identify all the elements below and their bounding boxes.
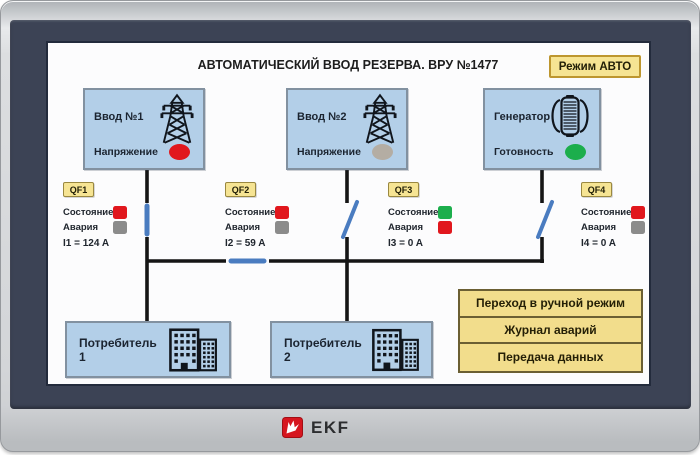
power-tower-icon bbox=[160, 93, 194, 144]
buildings-icon bbox=[371, 328, 419, 371]
source-param-label: Готовность bbox=[494, 146, 554, 158]
breaker-tag: QF3 bbox=[388, 182, 419, 197]
breaker-group-qf3: QF3 Состояние Авария I3 = 0 A bbox=[388, 182, 453, 249]
breaker-group-qf1: QF1 Состояние Авария I1 = 124 A bbox=[63, 182, 128, 249]
breaker-tag: QF2 bbox=[225, 182, 256, 197]
consumer-box-1: Потребитель 1 bbox=[65, 321, 231, 378]
power-tower-icon bbox=[363, 93, 397, 144]
brand-logo: EKF bbox=[282, 417, 350, 438]
alarm-indicator bbox=[631, 221, 645, 234]
qf3-breaker-open-symbol bbox=[341, 200, 359, 239]
source-name: Ввод №2 bbox=[297, 111, 347, 123]
source-param-label: Напряжение bbox=[94, 146, 158, 158]
source-box-input2: Ввод №2 Напряжение bbox=[286, 88, 408, 170]
source-box-input1: Ввод №1 Напряжение bbox=[83, 88, 205, 170]
qf4-breaker-open-symbol bbox=[536, 200, 554, 239]
breaker-tag: QF1 bbox=[63, 182, 94, 197]
alarm-label: Авария bbox=[581, 222, 617, 233]
source-name: Генератор bbox=[494, 111, 551, 123]
alarm-log-button[interactable]: Журнал аварий bbox=[460, 317, 641, 344]
current-readout: I3 = 0 A bbox=[388, 238, 423, 249]
manual-mode-button[interactable]: Переход в ручной режим bbox=[460, 291, 641, 318]
buildings-icon bbox=[168, 327, 217, 372]
mode-badge[interactable]: Режим АВТО bbox=[549, 55, 641, 78]
source-box-generator: Генератор Готовность bbox=[483, 88, 601, 170]
state-indicator bbox=[275, 206, 290, 219]
voltage-lamp bbox=[372, 144, 393, 160]
source-param-label: Напряжение bbox=[297, 146, 361, 158]
state-indicator bbox=[438, 206, 453, 219]
page-title: АВТОМАТИЧЕСКИЙ ВВОД РЕЗЕРВА. ВРУ №1477 bbox=[197, 58, 499, 72]
alarm-label: Авария bbox=[63, 222, 99, 233]
alarm-label: Авария bbox=[388, 222, 424, 233]
breaker-group-qf2: QF2 Состояние Авария I2 = 59 A bbox=[225, 182, 290, 249]
consumer-name: Потребитель 2 bbox=[284, 335, 362, 364]
alarm-indicator bbox=[275, 221, 289, 234]
state-label: Состояние bbox=[388, 207, 439, 218]
voltage-lamp bbox=[169, 144, 190, 160]
alarm-label: Авария bbox=[225, 222, 261, 233]
alarm-indicator bbox=[113, 221, 127, 234]
scada-screen: АВТОМАТИЧЕСКИЙ ВВОД РЕЗЕРВА. ВРУ №1477 Р… bbox=[46, 41, 651, 386]
state-indicator bbox=[113, 206, 128, 219]
current-readout: I1 = 124 A bbox=[63, 238, 110, 249]
ready-lamp bbox=[565, 144, 586, 160]
ekf-logo-icon bbox=[282, 417, 303, 438]
current-readout: I4 = 0 A bbox=[581, 238, 616, 249]
consumer-box-2: Потребитель 2 bbox=[270, 321, 433, 378]
breaker-tag: QF4 bbox=[581, 182, 612, 197]
current-readout: I2 = 59 A bbox=[225, 238, 266, 249]
command-button-stack: Переход в ручной режим Журнал аварий Пер… bbox=[458, 289, 643, 373]
consumer-name: Потребитель 1 bbox=[79, 335, 157, 364]
state-indicator bbox=[631, 206, 646, 219]
brand-name: EKF bbox=[311, 417, 350, 437]
state-label: Состояние bbox=[225, 207, 276, 218]
state-label: Состояние bbox=[581, 207, 632, 218]
alarm-indicator bbox=[438, 221, 452, 234]
breaker-group-qf4: QF4 Состояние Авария I4 = 0 A bbox=[581, 182, 646, 249]
data-transfer-button[interactable]: Передача данных bbox=[460, 344, 641, 371]
source-name: Ввод №1 bbox=[94, 111, 144, 123]
single-line-diagram bbox=[144, 170, 554, 321]
state-label: Состояние bbox=[63, 207, 114, 218]
generator-icon bbox=[551, 95, 589, 137]
